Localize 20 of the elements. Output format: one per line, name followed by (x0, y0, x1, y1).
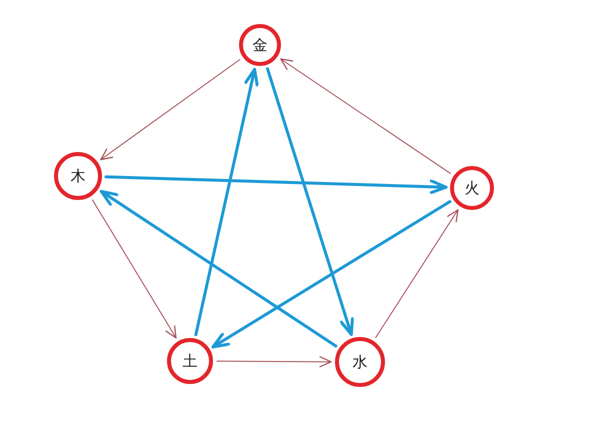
arrow (216, 356, 332, 368)
arrow (100, 190, 338, 348)
arrow (266, 67, 354, 336)
arrow (100, 59, 240, 160)
arrow (194, 68, 259, 336)
arrow (212, 200, 452, 348)
arrow (375, 209, 459, 338)
arrow (280, 58, 451, 174)
circle-node (239, 24, 281, 66)
circle-node (335, 337, 385, 387)
node-label: 火 (464, 180, 480, 196)
node-label: 木 (70, 168, 86, 184)
circle-node (450, 166, 494, 210)
node-label: 水 (352, 354, 368, 370)
node-label: 土 (182, 354, 198, 368)
circle-node (167, 338, 213, 384)
node-label: 金 (252, 38, 268, 52)
arrow (92, 199, 177, 338)
circle-node (54, 152, 102, 200)
arrow (104, 175, 448, 194)
